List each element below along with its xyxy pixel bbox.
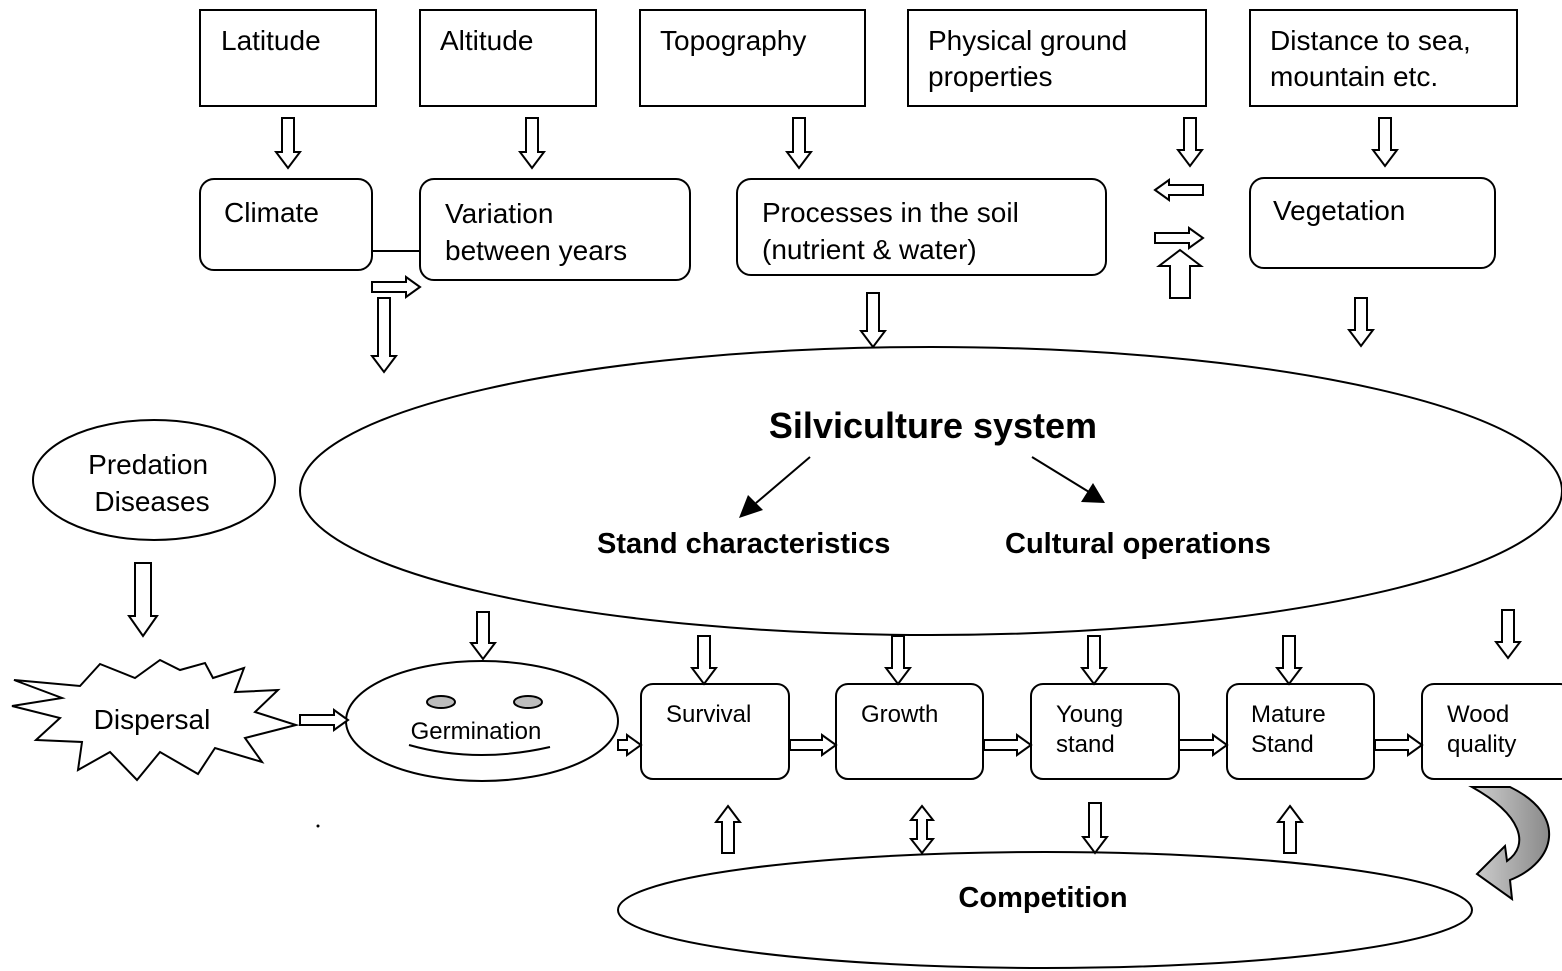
silviculture-mature-stand-arrow [1275,635,1303,686]
growth-young-stand-arrow [983,733,1033,757]
growth-box [835,683,984,780]
wood-quality-box [1421,683,1562,780]
cultural-operations-pointer [1031,456,1090,493]
topography-box [639,9,866,107]
germination-survival-arrow [617,733,643,757]
soil-to-vegetation-arrow [1154,226,1205,250]
stand-characteristics-arrowhead [739,495,763,518]
silviculture-growth-arrow [884,635,912,686]
silviculture-title: Silviculture system [769,405,1097,446]
topography-label: Topography [660,25,806,56]
young-stand-competition-arrow [1081,802,1109,855]
ground-soil-arrow [1176,117,1204,168]
variation-box [419,178,691,281]
dispersal-burst [11,658,300,782]
survival-label: Survival [666,701,751,728]
climate-down-arrow [370,297,398,374]
predation-ellipse [32,419,276,541]
dispersal-germination-arrow [299,708,350,732]
competition-mature-arrow [1276,804,1304,854]
wood-quality-label: Wood quality [1447,701,1516,758]
survival-growth-arrow [789,733,838,757]
altitude-box [419,9,597,107]
topography-soil-arrow [785,117,813,170]
dispersal-label: Dispersal [94,704,211,735]
left-eye-icon [426,695,456,709]
vegetation-up-arrow [1156,248,1204,299]
germination-label: Germination [411,718,542,745]
distance-label: Distance to sea, mountain etc. [1270,25,1479,92]
mature-stand-box [1226,683,1375,780]
competition-label: Competition [958,882,1127,914]
cultural-operations-arrowhead [1081,483,1105,503]
silviculture-germination-arrow [469,611,497,661]
growth-label: Growth [861,701,938,728]
stray-dot [316,824,320,828]
survival-box [640,683,790,780]
competition-survival-arrow [714,804,742,854]
curved-feedback-arrow [1468,786,1551,902]
climate-box [199,178,373,271]
soil-silviculture-arrow [859,292,887,349]
competition-ellipse [617,851,1473,969]
soil-box [736,178,1107,276]
altitude-variation-arrow [518,117,546,170]
distance-vegetation-arrow [1371,117,1399,168]
predation-dispersal-arrow [127,562,159,638]
smile-icon [408,744,551,757]
competition-growth-arrow [908,804,936,855]
distance-box [1249,9,1518,107]
vegetation-box [1249,177,1496,269]
variation-label: Variation between years [445,198,627,266]
cultural-operations-label: Cultural operations [1005,528,1271,560]
vegetation-label: Vegetation [1273,195,1405,226]
silviculture-survival-arrow [690,635,718,686]
predation-label: Predation Diseases [88,449,216,517]
physical-ground-label: Physical ground properties [928,25,1135,92]
vegetation-silviculture-arrow [1347,297,1375,348]
arrows-group [127,117,1522,855]
stand-characteristics-label: Stand characteristics [597,528,890,560]
soil-label: Processes in the soil (nutrient & water) [762,197,1027,265]
climate-variation-arrow [371,275,422,299]
vegetation-to-soil-arrow [1153,178,1204,202]
silviculture-young-stand-arrow [1080,635,1108,686]
right-eye-icon [513,695,543,709]
silviculture-ellipse [299,346,1562,636]
latitude-climate-arrow [274,117,302,170]
latitude-label: Latitude [221,25,321,56]
latitude-box [199,9,377,107]
physical-ground-box [907,9,1207,107]
young-mature-arrow [1178,733,1229,757]
young-stand-label: Young stand [1056,701,1130,758]
silviculture-wood-quality-arrow [1494,609,1522,660]
young-stand-box [1030,683,1180,780]
altitude-label: Altitude [440,25,533,56]
climate-label: Climate [224,197,319,228]
stand-characteristics-pointer [755,456,811,504]
mature-wood-quality-arrow [1374,733,1424,757]
mature-stand-label: Mature Stand [1251,701,1332,758]
